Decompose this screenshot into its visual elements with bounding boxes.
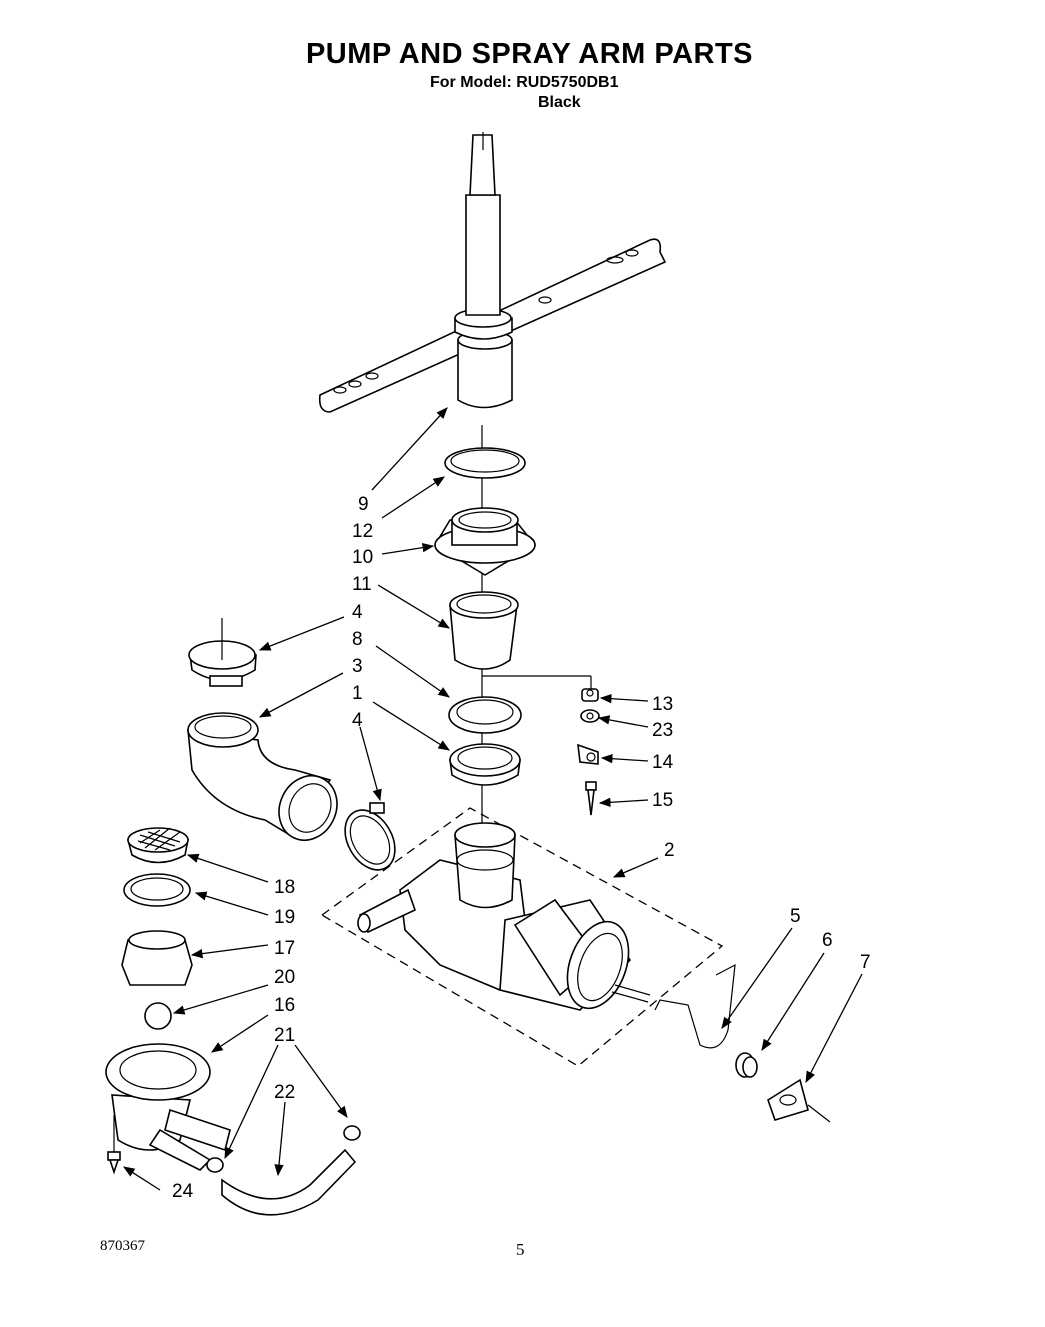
- page-title: PUMP AND SPRAY ARM PARTS: [305, 38, 754, 70]
- callout-4-lower: 4: [352, 710, 363, 731]
- callout-21: 21: [274, 1025, 295, 1046]
- check-valve-body: [121, 930, 193, 986]
- model-line: For Model: RUD5750DB1: [430, 74, 619, 91]
- callout-7: 7: [860, 952, 871, 973]
- mounting-bracket: [577, 743, 599, 765]
- leader-4-lower: [359, 726, 382, 802]
- leader-14: [600, 754, 649, 764]
- leader-20: [172, 984, 269, 1015]
- callout-16: 16: [274, 995, 295, 1016]
- callout-3: 3: [352, 656, 363, 677]
- callout-19: 19: [274, 907, 295, 928]
- leader-3: [258, 672, 344, 718]
- callout-12: 12: [352, 521, 373, 542]
- leader-10: [381, 543, 435, 555]
- color-line: Black: [538, 94, 581, 111]
- callout-8: 8: [352, 629, 363, 650]
- drain-housing: [105, 1043, 231, 1171]
- callout-15: 15: [652, 790, 673, 811]
- callout-6: 6: [822, 930, 833, 951]
- snap-ring: [444, 447, 526, 479]
- leader-2: [612, 857, 659, 878]
- pump-elbow-hose: [187, 712, 338, 841]
- document-number: 870367: [100, 1238, 145, 1254]
- leader-1: [372, 701, 450, 751]
- insulator-pad: [767, 1078, 831, 1123]
- leader-18: [186, 853, 269, 883]
- callout-24: 24: [172, 1181, 194, 1202]
- motor-clip: [654, 963, 736, 1049]
- callout-22: 22: [274, 1082, 295, 1103]
- strainer-gasket: [123, 873, 191, 907]
- check-ball: [144, 1002, 172, 1030]
- spray-arm: [318, 132, 667, 413]
- drain-screw: [107, 1115, 121, 1175]
- drain-hose: [221, 1148, 357, 1216]
- callout-20: 20: [274, 967, 295, 988]
- leader-6: [761, 952, 825, 1051]
- leader-9: [371, 407, 448, 491]
- leader-12: [381, 476, 445, 519]
- leader-21-left: [224, 1044, 279, 1160]
- leader-13: [599, 694, 649, 704]
- leader-7: [805, 973, 863, 1084]
- leader-15: [598, 797, 649, 808]
- leader-17: [190, 944, 269, 959]
- strainer-grille: [126, 827, 189, 864]
- callout-2: 2: [664, 840, 675, 861]
- callout-14: 14: [652, 752, 674, 773]
- hose-clamp-upper: [188, 618, 257, 687]
- pump-gasket: [449, 743, 521, 786]
- spray-arm-collar: [433, 507, 537, 576]
- leader-4-upper: [258, 616, 345, 651]
- pump-motor-assembly: [357, 822, 651, 1011]
- pump-seal: [448, 696, 522, 734]
- nut: [581, 688, 599, 702]
- hose-clamp-lower: [344, 802, 396, 871]
- callout-11: 11: [352, 574, 372, 595]
- leader-8: [375, 645, 450, 698]
- callout-18: 18: [274, 877, 295, 898]
- drain-clamp-right: [343, 1125, 361, 1141]
- callout-17: 17: [274, 938, 295, 959]
- star-washer: [580, 709, 600, 723]
- leader-19: [194, 891, 269, 916]
- drain-clamp-left: [206, 1157, 224, 1173]
- leader-22: [274, 1101, 286, 1177]
- callout-4-upper: 4: [352, 602, 363, 623]
- leader-21-right: [294, 1044, 348, 1118]
- pump-motor-boundary: [320, 807, 724, 1067]
- callout-10: 10: [352, 547, 373, 568]
- callout-5: 5: [790, 906, 801, 927]
- leader-11: [377, 584, 451, 629]
- spray-tube: [449, 591, 519, 670]
- callout-23: 23: [652, 720, 673, 741]
- leader-5: [721, 927, 793, 1029]
- leader-23: [597, 715, 649, 728]
- motor-grommet: [735, 1052, 758, 1078]
- leader-24: [123, 1166, 161, 1191]
- leader-16: [211, 1014, 269, 1053]
- page-number: 5: [516, 1240, 525, 1259]
- callout-1: 1: [352, 683, 363, 704]
- screw: [585, 781, 597, 816]
- callout-13: 13: [652, 694, 673, 715]
- callout-9: 9: [358, 494, 369, 515]
